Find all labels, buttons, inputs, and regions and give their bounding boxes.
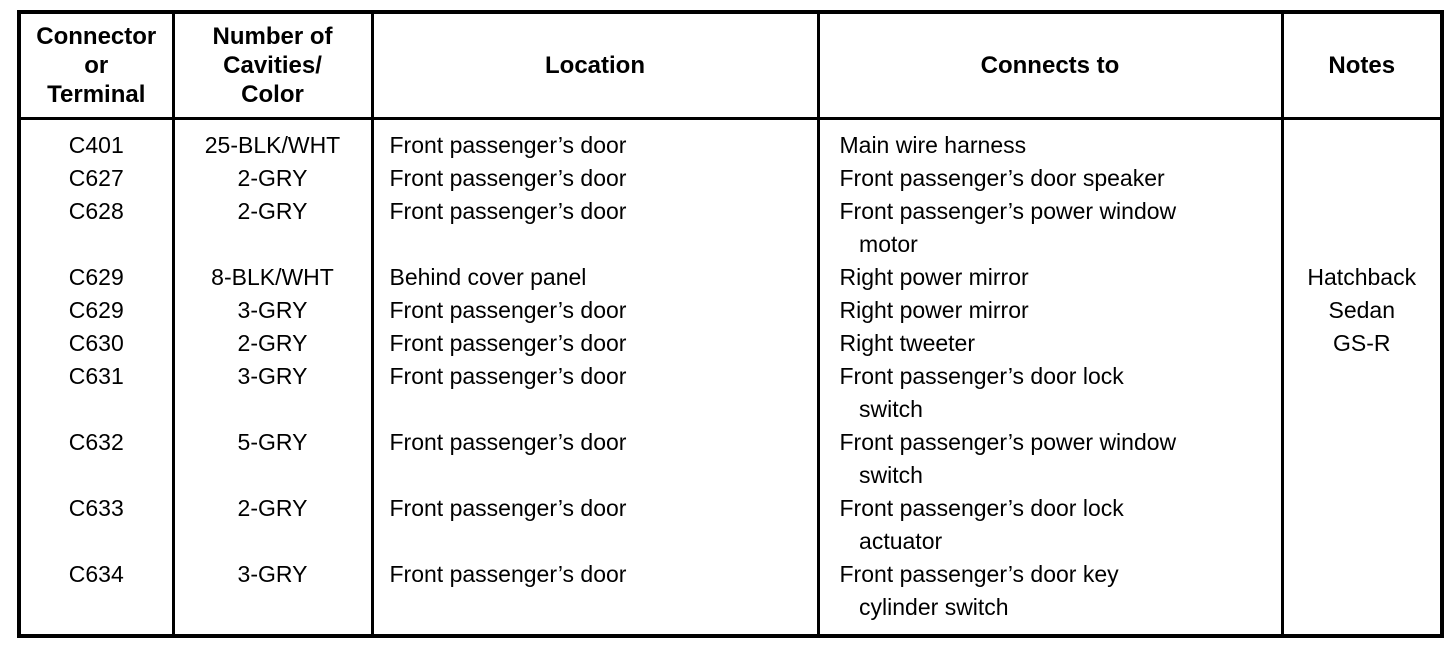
cell-location: Front passenger’s door [370,162,820,195]
table-row: C629 8-BLK/WHT Behind cover panel Right … [17,261,1444,294]
table-row: C633 2-GRY Front passenger’s door Front … [17,492,1444,558]
cell-note [1280,360,1444,426]
cell-cavities: 2-GRY [171,195,374,261]
cell-connects-to: Front passenger’s door key cylinder swit… [816,558,1284,636]
cell-note [1280,118,1444,162]
cell-connector: C634 [17,558,175,636]
cell-cavities: 5-GRY [171,426,374,492]
cell-connector: C628 [17,195,175,261]
table-row: C631 3-GRY Front passenger’s door Front … [17,360,1444,426]
cell-note [1280,492,1444,558]
cell-location: Behind cover panel [370,261,820,294]
cell-connects-to: Right tweeter [816,327,1284,360]
cell-connector: C630 [17,327,175,360]
cell-connector: C627 [17,162,175,195]
cell-location: Front passenger’s door [370,327,820,360]
table-row: C627 2-GRY Front passenger’s door Front … [17,162,1444,195]
cell-cavities: 2-GRY [171,327,374,360]
cell-location: Front passenger’s door [370,558,820,636]
cell-note [1280,162,1444,195]
table-row: C628 2-GRY Front passenger’s door Front … [17,195,1444,261]
cell-location: Front passenger’s door [370,426,820,492]
header-notes: Notes [1280,12,1444,120]
cell-connector: C632 [17,426,175,492]
cell-location: Front passenger’s door [370,492,820,558]
cell-cavities: 25-BLK/WHT [171,118,374,162]
cell-note [1280,558,1444,636]
table-row: C634 3-GRY Front passenger’s door Front … [17,558,1444,636]
connector-table: Connector or Terminal Number of Cavities… [17,10,1444,638]
cell-connector: C629 [17,261,175,294]
table-header-row: Connector or Terminal Number of Cavities… [17,12,1444,120]
cell-connects-to: Front passenger’s power window motor [816,195,1284,261]
cell-connector: C401 [17,118,175,162]
cell-connects-to: Right power mirror [816,261,1284,294]
cell-note [1280,195,1444,261]
table-row: C401 25-BLK/WHT Front passenger’s door M… [17,118,1444,162]
header-connects-to: Connects to [816,12,1284,120]
cell-connects-to: Right power mirror [816,294,1284,327]
cell-location: Front passenger’s door [370,118,820,162]
cell-note: Sedan [1280,294,1444,327]
cell-note [1280,426,1444,492]
cell-location: Front passenger’s door [370,195,820,261]
cell-cavities: 3-GRY [171,294,374,327]
cell-cavities: 3-GRY [171,360,374,426]
cell-connector: C631 [17,360,175,426]
cell-connects-to: Main wire harness [816,118,1284,162]
cell-connects-to: Front passenger’s door lock actuator [816,492,1284,558]
header-location: Location [370,12,820,120]
cell-connector: C629 [17,294,175,327]
cell-location: Front passenger’s door [370,294,820,327]
cell-connects-to: Front passenger’s door speaker [816,162,1284,195]
header-number-of-cavities-color: Number of Cavities/ Color [171,12,374,120]
cell-location: Front passenger’s door [370,360,820,426]
header-connector-or-terminal: Connector or Terminal [17,12,175,120]
cell-connects-to: Front passenger’s power window switch [816,426,1284,492]
cell-cavities: 8-BLK/WHT [171,261,374,294]
table-row: C632 5-GRY Front passenger’s door Front … [17,426,1444,492]
cell-connects-to: Front passenger’s door lock switch [816,360,1284,426]
cell-note: GS-R [1280,327,1444,360]
table-row: C630 2-GRY Front passenger’s door Right … [17,327,1444,360]
cell-connector: C633 [17,492,175,558]
cell-note: Hatchback [1280,261,1444,294]
cell-cavities: 3-GRY [171,558,374,636]
table-row: C629 3-GRY Front passenger’s door Right … [17,294,1444,327]
cell-cavities: 2-GRY [171,492,374,558]
cell-cavities: 2-GRY [171,162,374,195]
